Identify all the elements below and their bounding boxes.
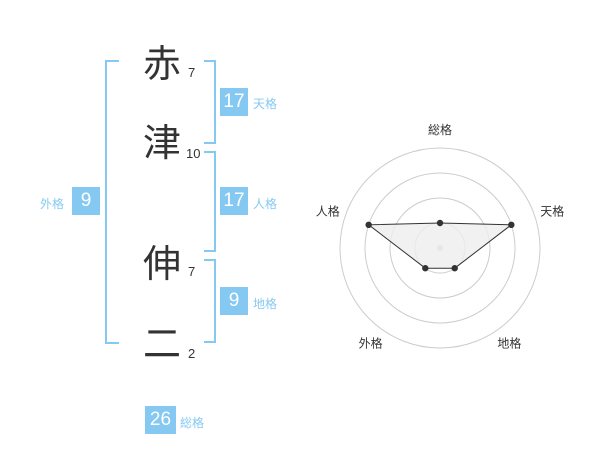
stroke-count-3: 7	[188, 264, 196, 279]
sokaku-value: 26	[145, 406, 176, 434]
stroke-count-2: 10	[186, 146, 201, 161]
jinkaku-bracket	[204, 151, 216, 252]
tenkaku-bracket	[204, 60, 216, 144]
radar-axis-label: 外格	[359, 335, 383, 350]
gaikaku-label: 外格	[40, 197, 65, 211]
radar-polygon	[367, 222, 513, 269]
radar-point	[422, 265, 429, 272]
radar-point	[436, 219, 444, 227]
name-char-2: 津	[142, 121, 181, 165]
radar-axis-label: 総格	[428, 122, 452, 137]
radar-ring	[364, 172, 516, 324]
radar-axis-label: 天格	[540, 204, 564, 219]
name-char-4: 二	[142, 322, 181, 366]
stroke-count-4: 2	[188, 346, 196, 361]
chikaku-value: 9	[220, 287, 248, 315]
tenkaku-label: 天格	[253, 97, 278, 111]
radar-ring	[389, 197, 491, 299]
radar-axis-label: 人格	[316, 204, 340, 219]
radar-grid	[339, 147, 541, 349]
radar-point	[365, 221, 372, 229]
radar-axis-label: 地格	[497, 335, 521, 350]
name-char-1: 赤	[142, 42, 181, 86]
chikaku-label: 地格	[253, 297, 278, 311]
stroke-count-1: 7	[188, 65, 196, 80]
radar-ring	[339, 147, 541, 349]
jinkaku-value: 17	[220, 187, 248, 215]
chikaku-bracket	[204, 259, 216, 343]
radar-point	[451, 265, 458, 272]
name-char-3: 伸	[142, 242, 181, 286]
radar-point	[508, 221, 515, 229]
sokaku-label: 総格	[180, 416, 205, 430]
tenkaku-value: 17	[220, 88, 248, 116]
gaikaku-bracket	[105, 60, 119, 344]
gaikaku-value: 9	[72, 187, 100, 215]
jinkaku-label: 人格	[253, 197, 278, 211]
